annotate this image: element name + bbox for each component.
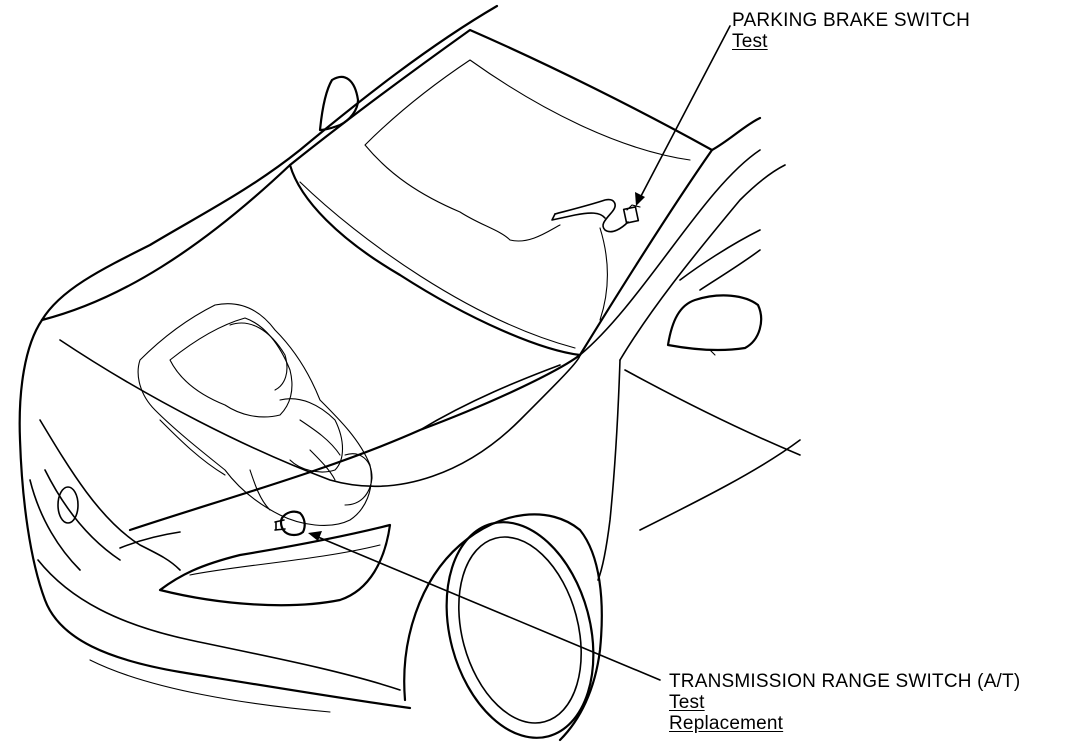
parking-brake-switch-title: PARKING BRAKE SWITCH	[732, 10, 971, 31]
transmission-range-switch-title: TRANSMISSION RANGE SWITCH (A/T)	[669, 671, 1021, 692]
transmission-range-switch-callout: TRANSMISSION RANGE SWITCH (A/T) Test Rep…	[669, 671, 1020, 734]
transmission-arrowhead	[308, 531, 322, 541]
parking-brake-test-link[interactable]: Test	[732, 31, 768, 52]
transmission-leader-line	[317, 536, 661, 681]
parking-brake-switch-callout: PARKING BRAKE SWITCH Test	[732, 10, 970, 52]
parking-brake-arrowhead	[635, 192, 645, 206]
parking-brake-leader-line	[639, 25, 731, 199]
parking-brake-assembly	[551, 198, 629, 233]
engine-outline	[137, 303, 373, 526]
transmission-replacement-link[interactable]: Replacement	[669, 713, 784, 734]
transmission-test-link[interactable]: Test	[669, 692, 705, 713]
transmission-range-switch-icon	[274, 510, 306, 537]
car-body-outline	[18, 4, 801, 742]
parking-brake-switch-icon	[622, 204, 641, 224]
leader-lines	[308, 25, 731, 681]
